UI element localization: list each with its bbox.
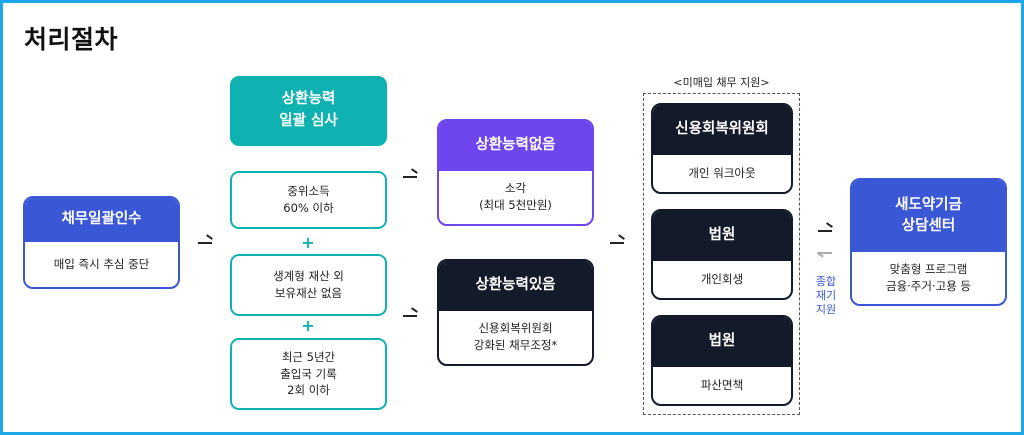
review-title: 상환능력 일괄 심사 bbox=[230, 76, 387, 146]
can-repay-desc: 신용회복위원회 강화된 채무조정* bbox=[473, 321, 558, 352]
no-repay-title: 상환능력없음 bbox=[439, 121, 592, 171]
debt-purchase-desc: 매입 즉시 추심 중단 bbox=[53, 256, 150, 271]
page-title: 처리절차 bbox=[24, 25, 119, 54]
unpurchased-label: <미매입 채무 지원> bbox=[673, 76, 770, 89]
can-repay-title: 상환능력있음 bbox=[439, 261, 592, 311]
plus-sign-2: + bbox=[301, 316, 315, 335]
arrow-to-unpurchased bbox=[610, 240, 624, 244]
arrow-to-has-ability bbox=[403, 313, 417, 317]
counseling-center-desc: 맞춤형 프로그램 금융·주거·고용 등 bbox=[885, 261, 972, 293]
workout-desc: 개인 워크아웃 bbox=[688, 165, 756, 180]
court-rehab-card: 법원 개인회생 bbox=[651, 209, 793, 300]
credit-committee-card: 신용회복위원회 개인 워크아웃 bbox=[651, 103, 793, 194]
plus-sign-1: + bbox=[301, 233, 315, 252]
rehab-desc: 개인회생 bbox=[700, 271, 744, 286]
can-repay-card: 상환능력있음 신용회복위원회 강화된 채무조정* bbox=[437, 259, 594, 366]
credit-committee-title: 신용회복위원회 bbox=[653, 105, 791, 155]
criterion-assets: 생계형 재산 외 보유재산 없음 bbox=[230, 254, 387, 316]
unpurchased-group bbox=[643, 93, 800, 415]
debt-purchase-title: 채무일괄인수 bbox=[25, 198, 178, 242]
arrow-back-from-center bbox=[818, 250, 832, 254]
no-repay-desc: 소각 (최대 5천만원) bbox=[479, 181, 552, 212]
no-repay-card: 상환능력없음 소각 (최대 5천만원) bbox=[437, 119, 594, 226]
debt-purchase-card: 채무일괄인수 매입 즉시 추심 중단 bbox=[23, 196, 180, 289]
counseling-center-card: 새도약기금 상담센터 맞춤형 프로그램 금융·주거·고용 등 bbox=[850, 178, 1007, 306]
comprehensive-support-label: 종합 재기 지원 bbox=[815, 275, 837, 316]
arrow-to-center bbox=[818, 228, 832, 232]
criterion-travel: 최근 5년간 출입국 기록 2회 이하 bbox=[230, 338, 387, 410]
bankruptcy-desc: 파산면책 bbox=[700, 377, 744, 392]
arrow-to-review bbox=[198, 240, 212, 244]
arrow-to-no-ability bbox=[403, 174, 417, 178]
counseling-center-title: 새도약기금 상담센터 bbox=[852, 180, 1005, 252]
court-bankruptcy-title: 법원 bbox=[653, 317, 791, 367]
court-bankruptcy-card: 법원 파산면책 bbox=[651, 315, 793, 406]
court-rehab-title: 법원 bbox=[653, 211, 791, 261]
criterion-income: 중위소득 60% 이하 bbox=[230, 171, 387, 229]
